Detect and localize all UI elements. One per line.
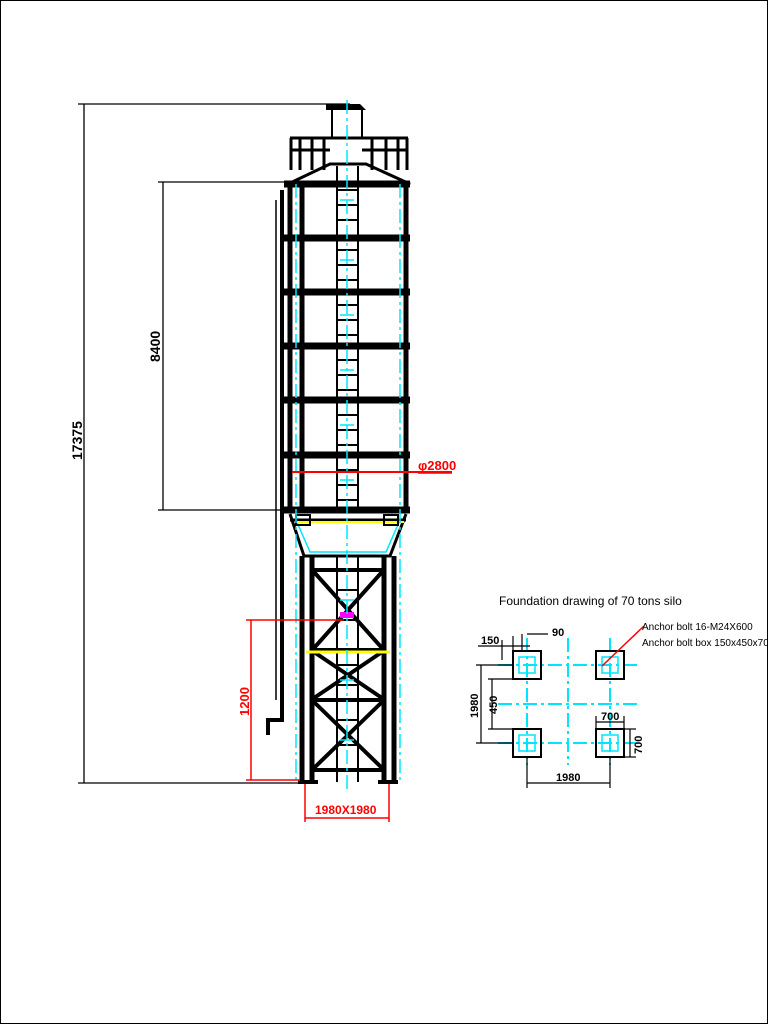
- base-size-dimension: [304, 784, 390, 822]
- foundation-dim-450: 450: [488, 696, 500, 714]
- silo-structure: [266, 104, 411, 784]
- overall-height-label: 17375: [69, 421, 85, 460]
- foundation-title: Foundation drawing of 70 tons silo: [499, 594, 682, 608]
- foundation-dim-150: 150: [481, 635, 499, 647]
- foundation-dim-700-right: 700: [633, 736, 645, 754]
- foundation-dim-90: 90: [552, 627, 564, 639]
- diameter-label: φ2800: [418, 458, 456, 473]
- anchor-box-note: Anchor bolt box 150x450x700: [642, 638, 768, 649]
- diameter-dimension: [292, 471, 452, 474]
- foundation-dim-700-top: 700: [601, 711, 619, 723]
- body-height-dimension: [158, 181, 296, 511]
- anchor-bolt-note: Anchor bolt 16-M24X600: [642, 622, 753, 633]
- leg-height-dimension: [246, 619, 344, 781]
- centerlines: [295, 100, 401, 790]
- leg-height-label: 1200: [237, 687, 252, 716]
- base-size-label: 1980X1980: [315, 803, 377, 817]
- body-height-label: 8400: [147, 331, 163, 362]
- overall-height-dimension: [78, 103, 350, 784]
- foundation-dim-1980-bottom: 1980: [556, 772, 580, 784]
- foundation-dim-1980-left: 1980: [469, 694, 481, 718]
- foundation-plan: [476, 625, 645, 788]
